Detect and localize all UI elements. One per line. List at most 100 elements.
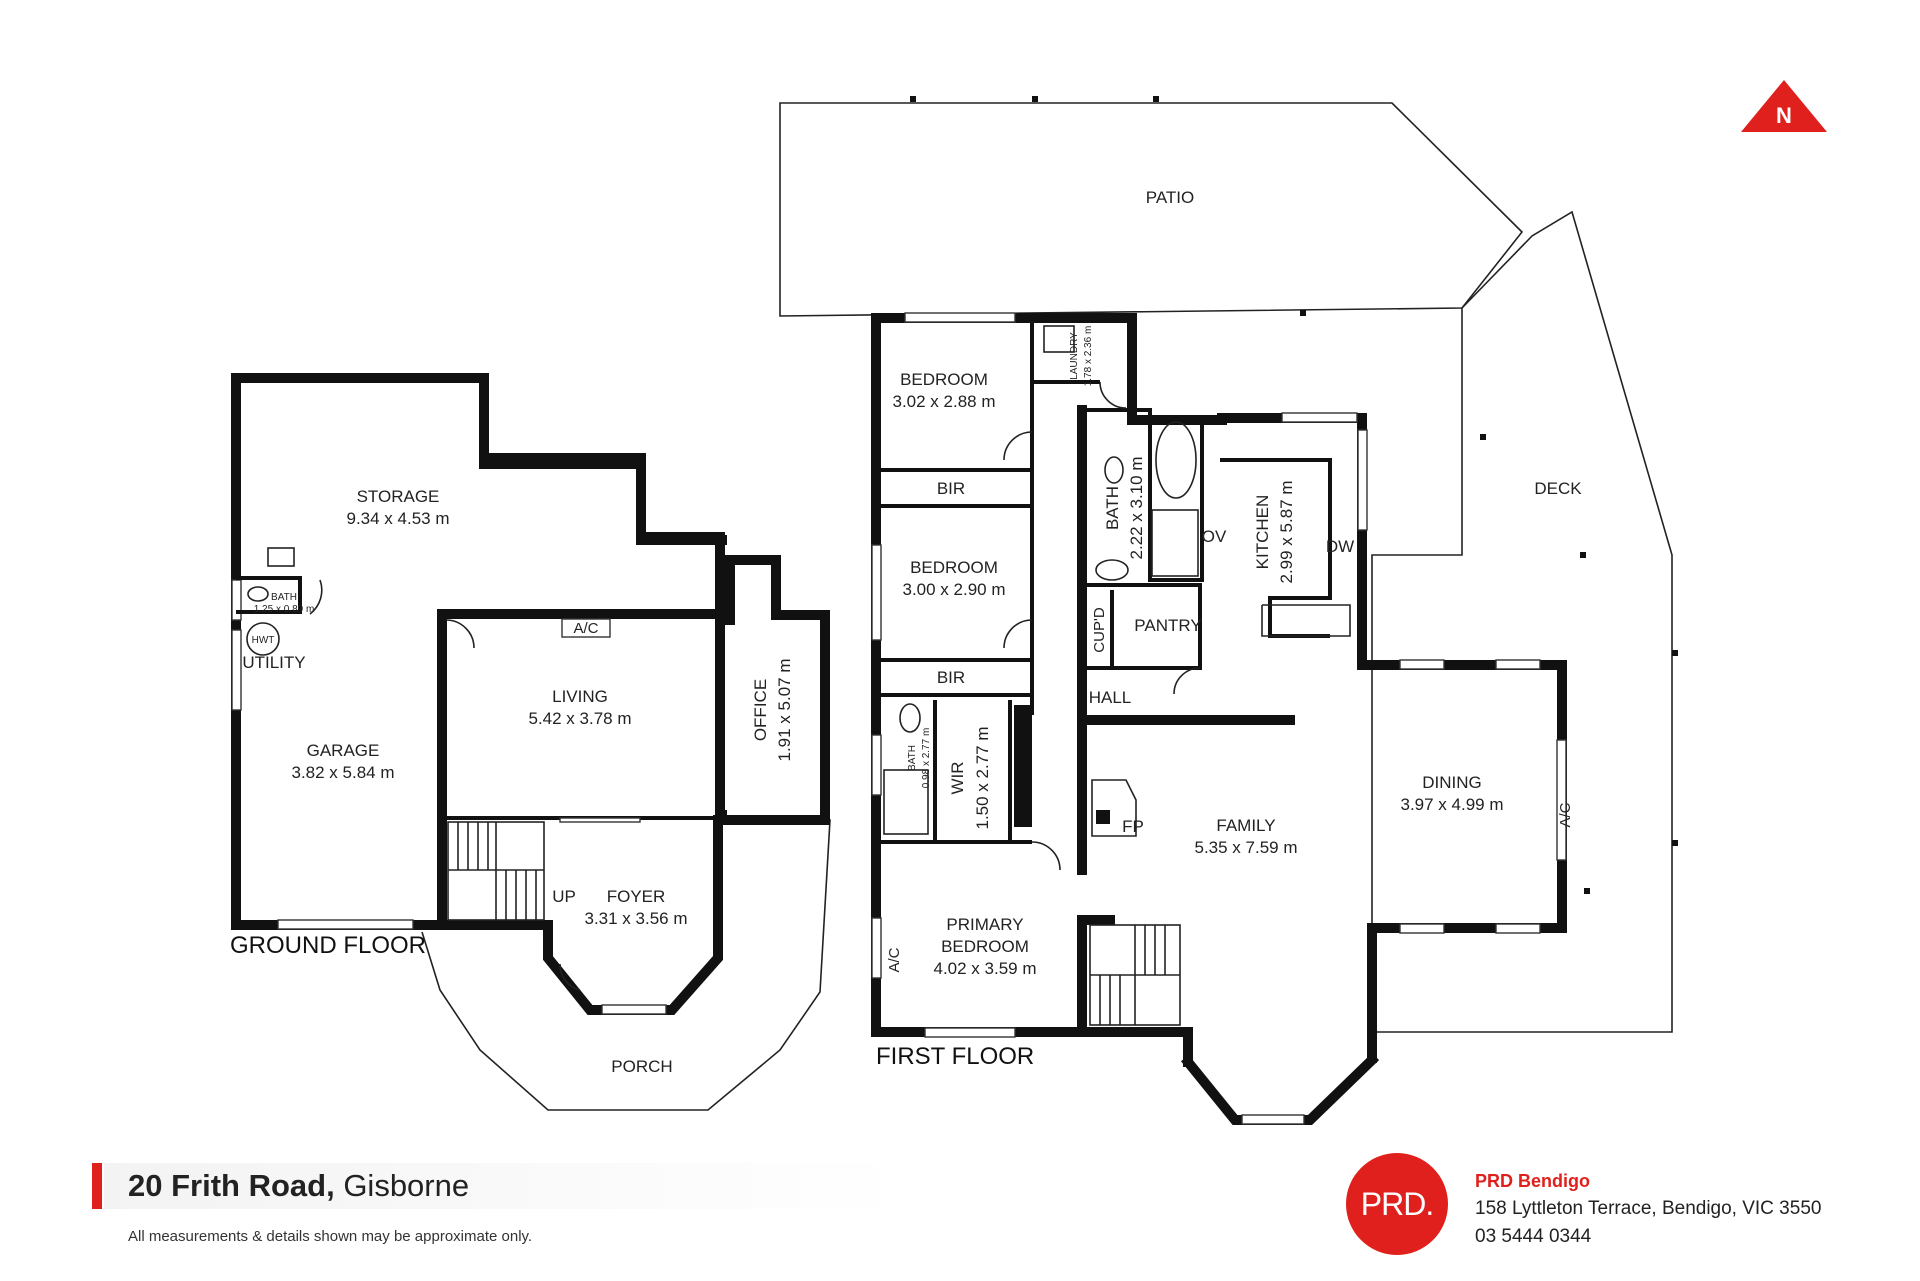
- ground-window-garage-side: [231, 629, 242, 711]
- agency-details: PRD Bendigo 158 Lyttleton Terrace, Bendi…: [1475, 1167, 1821, 1251]
- deck-post: [1580, 552, 1586, 558]
- address-street: 20 Frith Road,: [128, 1168, 335, 1203]
- hwt-label: HWT: [252, 635, 275, 646]
- address-suburb: Gisborne: [334, 1168, 470, 1203]
- first-window: [1281, 412, 1358, 423]
- ground-bath-wall: [236, 576, 302, 614]
- living-size: 5.42 x 3.78 m: [528, 709, 631, 728]
- ground-window-foyer: [601, 1004, 667, 1015]
- bath2-label: BATH: [907, 745, 918, 771]
- first-window: [1495, 659, 1541, 670]
- first-stairs: [1089, 924, 1181, 1026]
- office-size: 1.91 x 5.07 m: [775, 658, 794, 761]
- wir-label: WIR: [948, 761, 967, 794]
- deck-post: [1672, 840, 1678, 846]
- first-window: [1399, 923, 1445, 934]
- agency-name: PRD Bendigo: [1475, 1171, 1590, 1191]
- up-label: UP: [552, 887, 576, 906]
- pantry-label: PANTRY: [1134, 616, 1201, 635]
- first-wall-kitchen: [1127, 313, 1567, 1063]
- laundry-size: 1.78 x 2.36 m: [1083, 326, 1094, 387]
- first-wall-wir-box: [933, 700, 1012, 844]
- office-label: OFFICE: [751, 679, 770, 741]
- north-arrow-icon: N: [1741, 80, 1827, 132]
- bedroom1-label: BEDROOM: [900, 370, 988, 389]
- ground-bath-basin: [267, 547, 295, 567]
- family-label: FAMILY: [1216, 816, 1275, 835]
- agency-phone: 03 5444 0344: [1475, 1226, 1592, 1247]
- primary-bedroom-label-2: BEDROOM: [941, 937, 1029, 956]
- deck-outline: [1371, 210, 1673, 1033]
- patio-outline: [779, 102, 1524, 317]
- first-window: [1399, 659, 1445, 670]
- deck-post: [1672, 650, 1678, 656]
- deck-post: [1480, 434, 1486, 440]
- fireplace-outline: [1091, 779, 1137, 837]
- first-floor-title: FIRST FLOOR: [876, 1043, 1034, 1070]
- ground-wall-office-right: [715, 555, 830, 825]
- first-wall-kitchen-bench: [1220, 458, 1332, 638]
- first-bath-tub: [1155, 421, 1197, 499]
- wir-size: 1.50 x 2.77 m: [973, 726, 992, 829]
- porch-label: PORCH: [611, 1057, 672, 1076]
- address-accent-bar: [92, 1163, 102, 1209]
- agency-logo: PRD.: [1346, 1153, 1448, 1255]
- first-window: [1357, 429, 1368, 531]
- dining-ac-label: A/C: [1557, 802, 1574, 827]
- north-label: N: [1776, 103, 1792, 128]
- first-bath-shower: [1151, 509, 1199, 577]
- cupd-label: CUP'D: [1091, 607, 1108, 653]
- bir1-label: BIR: [937, 479, 965, 498]
- first-door: [1099, 381, 1127, 409]
- ground-ac-box: [561, 618, 611, 638]
- first-wall-bay: [1180, 1052, 1380, 1125]
- deck-post: [1584, 888, 1590, 894]
- bedroom1-size: 3.02 x 2.88 m: [892, 392, 995, 411]
- first-window: [1495, 923, 1541, 934]
- bath-size: 2.22 x 3.10 m: [1127, 456, 1146, 559]
- kitchen-size: 2.99 x 5.87 m: [1277, 480, 1296, 583]
- agency-address: 158 Lyttleton Terrace, Bendigo, VIC 3550: [1475, 1198, 1822, 1219]
- dw-label: DW: [1326, 537, 1354, 556]
- garage-size: 3.82 x 5.84 m: [291, 763, 394, 782]
- ground-window-garage: [277, 919, 414, 930]
- storage-label: STORAGE: [357, 487, 440, 506]
- first-kitchen-island: [1261, 604, 1351, 637]
- deck-label: DECK: [1534, 479, 1582, 498]
- first-laundry-tub: [1043, 325, 1075, 353]
- bir2-label: BIR: [937, 668, 965, 687]
- storage-size: 9.34 x 4.53 m: [346, 509, 449, 528]
- ground-floor-title: GROUND FLOOR: [230, 932, 426, 959]
- first-wall-stairs: [1077, 915, 1193, 1037]
- agency-logo-text: PRD.: [1360, 1185, 1434, 1222]
- fireplace-icon: [1096, 810, 1110, 824]
- fp-label: FP: [1122, 817, 1144, 836]
- ground-bath-size: 1.25 x 0.89 m: [254, 604, 315, 615]
- dining-label: DINING: [1422, 773, 1482, 792]
- bath2-size: 0.98 x 2.77 m: [921, 728, 932, 789]
- disclaimer: All measurements & details shown may be …: [128, 1228, 533, 1245]
- first-bath-basin: [1095, 559, 1129, 581]
- ground-bath-toilet: [247, 586, 269, 602]
- ground-bath-door: [309, 579, 323, 615]
- first-door: [1003, 619, 1033, 649]
- first-floor-plan: PATIO DECK BEDROOM 3.02 x 2.88 m LAUNDRY…: [779, 96, 1678, 1125]
- first-window: [904, 312, 1016, 323]
- first-bath2-toilet: [899, 703, 921, 733]
- ground-ac-label: A/C: [573, 620, 598, 637]
- first-window: [1241, 1114, 1305, 1125]
- primary-ac-label: A/C: [886, 947, 903, 972]
- kitchen-label: KITCHEN: [1253, 495, 1272, 570]
- first-wall-bath: [1082, 408, 1204, 582]
- bedroom2-size: 3.00 x 2.90 m: [902, 580, 1005, 599]
- ground-bath-label: BATH: [271, 592, 297, 603]
- first-wall-wir-column: [1014, 705, 1032, 827]
- first-door: [1173, 667, 1201, 695]
- first-door: [1031, 841, 1061, 871]
- first-window: [924, 1027, 1016, 1038]
- living-label: LIVING: [552, 687, 608, 706]
- patio-post: [1300, 310, 1306, 316]
- ground-foyer-door: [559, 963, 581, 991]
- hall-label: HALL: [1089, 688, 1132, 707]
